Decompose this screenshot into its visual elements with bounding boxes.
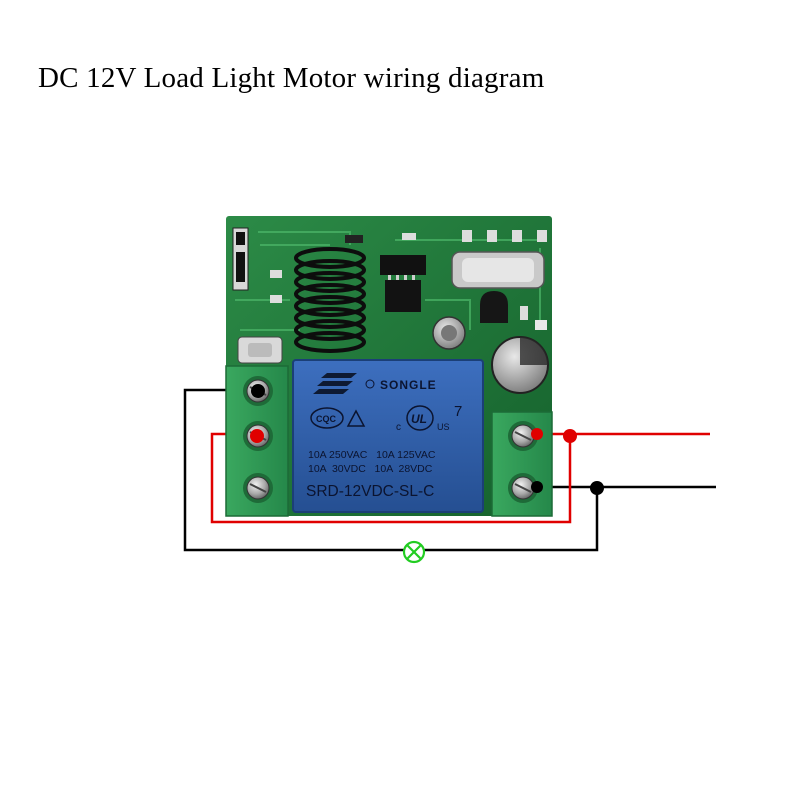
smd-resistor: [345, 235, 363, 243]
smd-resistor: [487, 230, 497, 242]
smd-resistor: [537, 230, 547, 242]
smd-resistor: [512, 230, 522, 242]
junction-black-gnd: [531, 481, 543, 493]
ic-chip: [385, 280, 421, 312]
smd-resistor: [462, 230, 472, 242]
smd-resistor: [535, 320, 547, 330]
relay-rating-row2: 10A 30VDC 10A 28VDC: [308, 463, 433, 475]
lamp-symbol-icon: [402, 540, 426, 564]
screw-terminal-vcc: [508, 421, 538, 451]
junction-black-input: [590, 481, 604, 495]
screw-terminal-nc: [243, 473, 273, 503]
relay-model: SRD-12VDC-SL-C: [306, 483, 434, 500]
ul-mark-text: UL: [411, 412, 427, 426]
coil-antenna-icon: [294, 247, 366, 353]
smd-resistor: [520, 306, 528, 320]
smd-resistor: [270, 295, 282, 303]
wire-black-lamp-loop-right: [424, 488, 599, 552]
smd-resistor: [270, 270, 282, 278]
relay-c-mark: c: [396, 422, 401, 433]
relay: SONGLE CQC c UL US 7 10A 250VAC 10A 125V…: [292, 359, 484, 513]
relay-number-mark: 7: [454, 403, 462, 420]
junction-black-com: [251, 384, 265, 398]
ic-chip: [380, 255, 426, 275]
terminal-block-right: [491, 411, 553, 517]
diagram-title: DC 12V Load Light Motor wiring diagram: [38, 62, 545, 94]
wire-black-lamp-loop: [183, 388, 406, 552]
relay-rating-row1: 10A 250VAC 10A 125VAC: [308, 449, 436, 461]
junction-red-no: [250, 429, 264, 443]
smd-resistor: [402, 233, 416, 240]
songle-logo-icon: [313, 373, 357, 394]
ul-suffix-text: US: [437, 422, 450, 432]
cqc-mark-icon: CQC: [310, 407, 366, 429]
cqc-mark-text: CQC: [316, 414, 337, 424]
junction-red-vcc: [531, 428, 543, 440]
junction-red-input: [563, 429, 577, 443]
relay-brand: SONGLE: [380, 378, 437, 392]
transistor: [480, 291, 508, 323]
ul-mark-icon: c UL US 7: [396, 403, 462, 433]
